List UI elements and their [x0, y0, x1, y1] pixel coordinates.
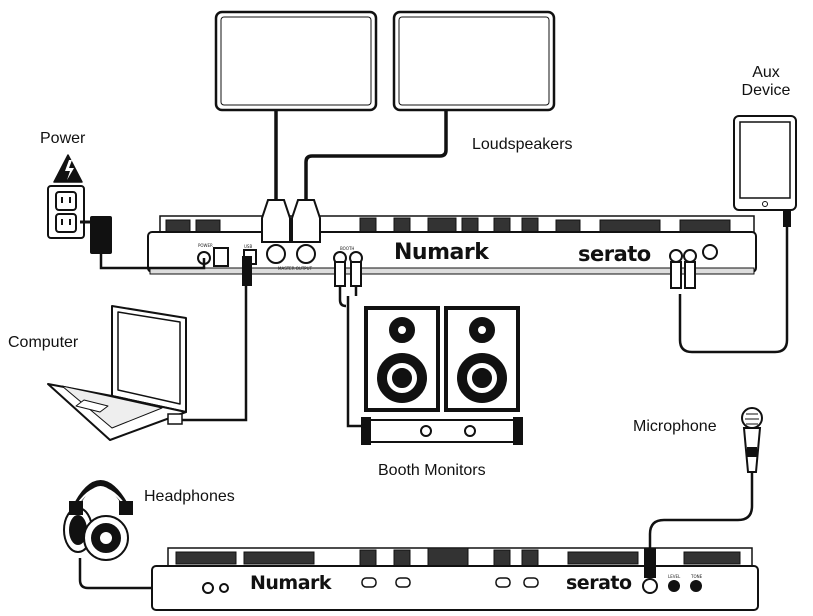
power-cable: [99, 254, 206, 270]
front-controller: [151, 547, 759, 611]
microphone-label: Microphone: [633, 418, 717, 435]
headphones-cable: [78, 558, 176, 590]
tablet-icon: [733, 115, 797, 211]
booth-monitor-right: [444, 306, 520, 412]
rca-plugs-aux: [670, 211, 791, 289]
front-tone-label: TONE: [691, 574, 703, 579]
laptop-icon: [47, 305, 187, 441]
booth-monitors-label: Booth Monitors: [378, 462, 486, 479]
microphone-cable: [648, 472, 754, 572]
xlr-plugs: [261, 199, 321, 243]
booth-monitor-left: [364, 306, 440, 412]
microphone-icon: [741, 407, 763, 473]
usb-cable: [167, 256, 252, 425]
power-warning-icon: [53, 154, 83, 183]
rear-booth-label: BOOTH: [340, 246, 355, 251]
power-label: Power: [40, 130, 86, 147]
front-serato-logo: serato: [566, 572, 632, 594]
rear-master-label: MASTER OUTPUT: [278, 266, 313, 271]
rear-serato-logo: serato: [578, 242, 651, 266]
amplifier-icon: [361, 417, 523, 445]
headphones-label: Headphones: [144, 488, 235, 505]
rear-power-label: POWER: [198, 243, 213, 248]
computer-label: Computer: [8, 334, 79, 351]
rear-numark-logo: Numark: [394, 240, 489, 265]
front-level-label: LEVEL: [668, 574, 681, 579]
loudspeaker-cables: [274, 110, 448, 205]
aux-label-line2: Device: [741, 82, 791, 99]
loudspeaker-left: [214, 10, 378, 112]
wall-outlet-icon: [47, 185, 85, 239]
aux-label-line1: Aux: [752, 64, 780, 81]
front-numark-logo: Numark: [250, 572, 332, 594]
rear-usb-label: USB: [244, 244, 253, 249]
loudspeaker-right: [392, 10, 556, 112]
microphone-plug: [644, 548, 656, 578]
loudspeakers-label: Loudspeakers: [472, 136, 573, 153]
power-adapter-icon: [80, 216, 112, 254]
aux-device-label: Aux Device: [726, 64, 806, 100]
headphones-icon: [63, 480, 133, 561]
rca-plugs-booth: [334, 261, 362, 287]
